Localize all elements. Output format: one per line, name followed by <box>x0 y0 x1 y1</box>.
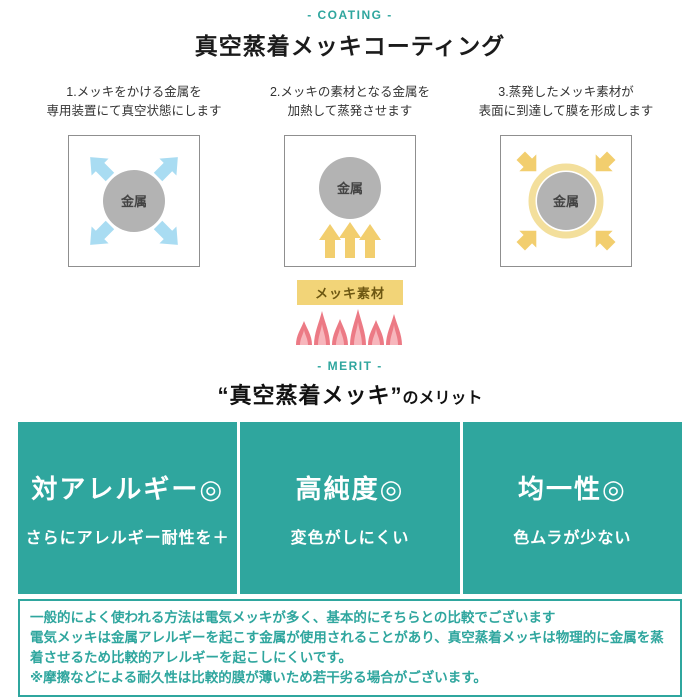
flames-icon <box>296 309 402 345</box>
merit-heading: 高純度◎ <box>295 473 405 504</box>
metal-label: 金属 <box>336 181 363 196</box>
merit-title-quoted: “真空蒸着メッキ” <box>217 383 403 408</box>
step-3-caption-line1: 3.蒸発したメッキ素材が <box>498 85 634 99</box>
step-1-caption-line1: 1.メッキをかける金属を <box>66 85 202 99</box>
note-line-2: 電気メッキは金属アレルギーを起こす金属が使用されることがあり、真空蒸着メッキは物… <box>30 629 664 665</box>
page-title: 真空蒸着メッキコーティング <box>194 33 506 59</box>
metal-label: 金属 <box>120 194 147 209</box>
metal-circle <box>103 170 165 232</box>
step-3-diagram-box: 金属 <box>500 135 632 267</box>
metal-circle <box>537 172 595 230</box>
comparison-note-box: 一般的によく使われる方法は電気メッキが多く、基本的にそちらとの比較でございます … <box>18 599 682 697</box>
note-line-3: ※摩擦などによる耐久性は比較的膜が薄いため若干劣る場合がございます。 <box>30 669 487 685</box>
merit-heading: 対アレルギー◎ <box>31 473 224 504</box>
note-line-1: 一般的によく使われる方法は電気メッキが多く、基本的にそちらとの比較でございます <box>30 610 556 625</box>
coating-steps-row: 1.メッキをかける金属を 専用装置にて真空状態にします 金属 <box>0 83 700 347</box>
metal-label: 金属 <box>552 194 579 209</box>
coating-section-tag: - COATING - <box>307 8 393 22</box>
step-2-diagram-box: 金属 <box>284 135 416 267</box>
merit-desc: 変色がしにくい <box>290 529 410 547</box>
merit-title-suffix: のメリット <box>402 390 483 407</box>
step-1-vacuum: 1.メッキをかける金属を 専用装置にて真空状態にします 金属 <box>26 83 242 347</box>
deposition-inward-arrows-icon: 金属 <box>516 151 616 251</box>
step-3-caption: 3.蒸発したメッキ素材が 表面に到達して膜を形成します <box>479 83 654 123</box>
merit-title: “真空蒸着メッキ”のメリット <box>0 378 700 410</box>
step-2-caption-line2: 加熱して蒸発させます <box>287 103 413 118</box>
merit-desc: 色ムラが少ない <box>513 529 632 547</box>
merit-section: - MERIT - “真空蒸着メッキ”のメリット 対アレルギー◎ さらにアレルギ… <box>0 359 700 594</box>
merit-desc: さらにアレルギー耐性を＋ <box>25 529 230 547</box>
step-2-heating: 2.メッキの素材となる金属を 加熱して蒸発させます 金属 メッキ素材 <box>242 83 458 347</box>
merit-item-uniformity: 均一性◎ 色ムラが少ない <box>459 422 682 594</box>
step-2-caption: 2.メッキの素材となる金属を 加熱して蒸発させます <box>270 83 430 123</box>
merit-item-purity: 高純度◎ 変色がしにくい <box>237 422 459 594</box>
merit-section-tag: - MERIT - <box>317 359 383 373</box>
step-2-caption-line1: 2.メッキの素材となる金属を <box>269 85 431 99</box>
merit-heading: 均一性◎ <box>517 473 627 504</box>
step-3-film-formation: 3.蒸発したメッキ素材が 表面に到達して膜を形成します 金属 <box>458 83 674 347</box>
coating-film-ring <box>528 163 604 239</box>
vacuum-outward-arrows-icon: 金属 <box>90 157 178 245</box>
evaporation-up-arrows-icon: 金属 <box>319 157 381 258</box>
step-1-diagram-box: 金属 <box>68 135 200 267</box>
step-1-caption: 1.メッキをかける金属を 専用装置にて真空状態にします <box>46 83 221 123</box>
merit-item-allergy: 対アレルギー◎ さらにアレルギー耐性を＋ <box>18 422 237 594</box>
plating-material-label: メッキ素材 <box>296 280 403 305</box>
metal-circle <box>319 157 381 219</box>
merit-banner: 対アレルギー◎ さらにアレルギー耐性を＋ 高純度◎ 変色がしにくい 均一性◎ 色… <box>18 422 682 594</box>
step-3-caption-line2: 表面に到達して膜を形成します <box>478 103 654 118</box>
step-1-caption-line2: 専用装置にて真空状態にします <box>46 103 222 118</box>
